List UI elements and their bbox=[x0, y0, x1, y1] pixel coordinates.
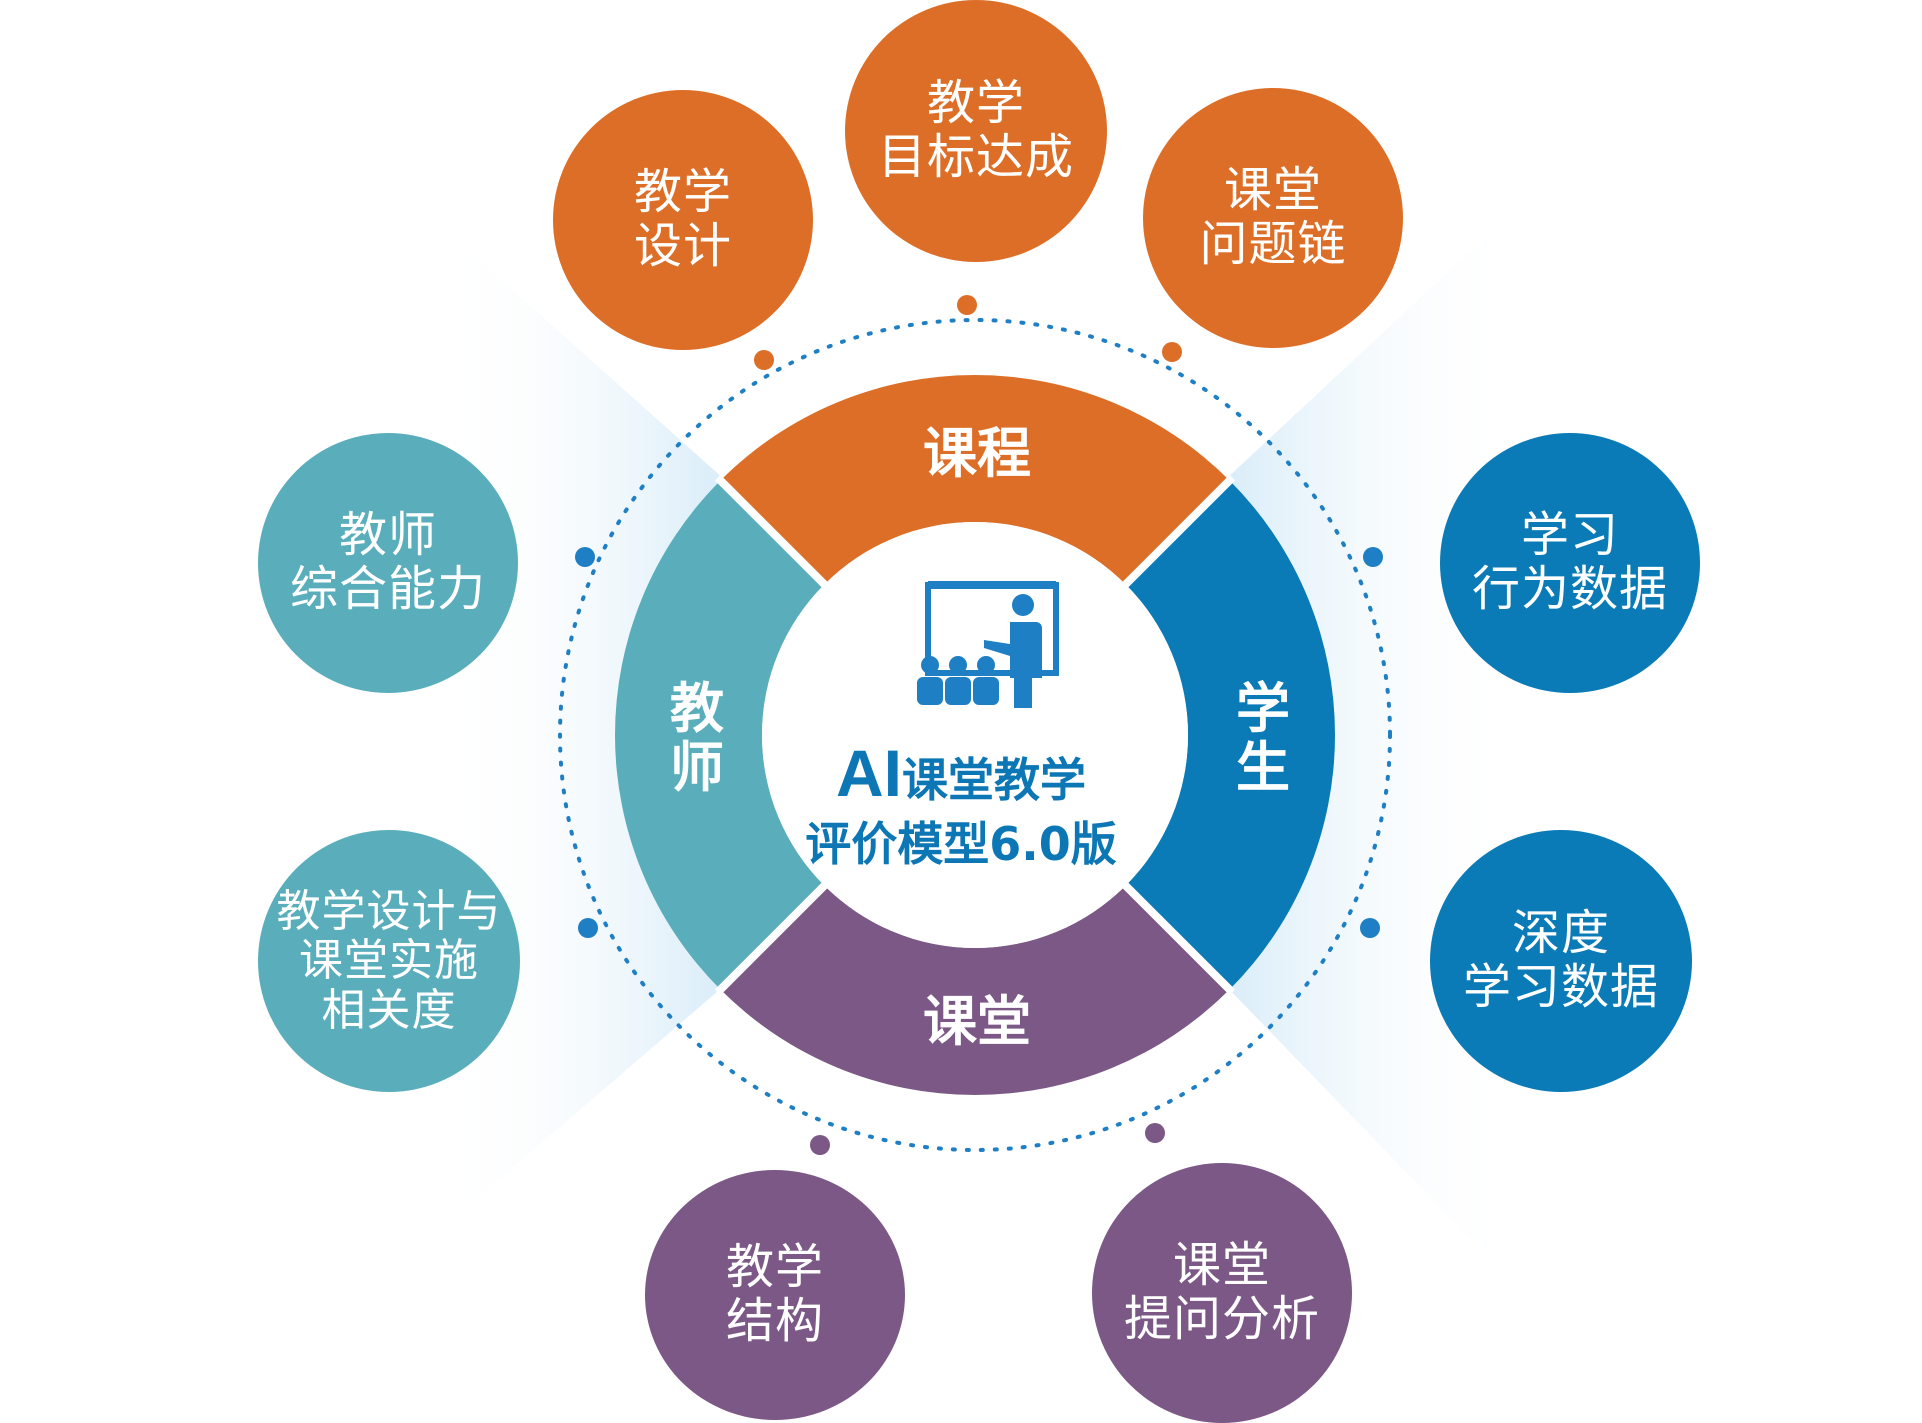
orbit-dot bbox=[575, 547, 595, 567]
node-line: 学习数据 bbox=[1462, 959, 1659, 1015]
ring-label-student-1: 学 bbox=[1236, 677, 1290, 740]
node-teaching-structure: 教学 结构 bbox=[645, 1170, 905, 1420]
center-title-text: 课堂教学 bbox=[902, 753, 1086, 807]
node-teaching-goal: 教学 目标达成 bbox=[845, 0, 1107, 262]
node-question-chain: 课堂 问题链 bbox=[1143, 88, 1403, 348]
ring-separator bbox=[1119, 474, 1236, 591]
node-learning-behavior: 学习 行为数据 bbox=[1440, 433, 1700, 693]
dotted-orbit bbox=[558, 318, 1392, 1152]
ring-label-curriculum: 课程 bbox=[923, 422, 1031, 485]
ring-label-classroom: 课堂 bbox=[923, 990, 1031, 1053]
ring-segment-curriculum bbox=[720, 374, 1230, 585]
node-line: 课堂 bbox=[1172, 1237, 1271, 1294]
classroom-presentation-icon bbox=[917, 581, 1059, 708]
center-subtitle: 评价模型6.0版 bbox=[805, 817, 1117, 871]
node-deep-learning: 深度 学习数据 bbox=[1430, 830, 1692, 1092]
orbit-dot bbox=[1363, 547, 1383, 567]
node-line: 课堂实施 bbox=[299, 935, 479, 987]
ring-segment-teacher bbox=[615, 480, 825, 990]
orbit-dot bbox=[1162, 342, 1182, 362]
node-line: 设计 bbox=[633, 218, 732, 274]
center-disc bbox=[762, 522, 1188, 948]
node-line: 教学 bbox=[725, 1239, 824, 1296]
center-title: AI课堂教学 bbox=[771, 735, 1151, 811]
ring-label-student-2: 生 bbox=[1236, 736, 1290, 799]
node-line: 教学 bbox=[926, 75, 1025, 132]
node-line: 教学 bbox=[633, 164, 732, 221]
node-teacher-ability: 教师 综合能力 bbox=[258, 433, 518, 693]
ring-separator bbox=[1119, 879, 1236, 996]
orbit-dot bbox=[1360, 918, 1380, 938]
node-line: 提问分析 bbox=[1123, 1291, 1320, 1347]
node-line: 问题链 bbox=[1199, 216, 1347, 272]
orbit-dot bbox=[810, 1135, 830, 1155]
ring-separator bbox=[714, 879, 831, 996]
orbit-dot bbox=[957, 295, 977, 315]
node-line: 相关度 bbox=[321, 984, 457, 1036]
node-line: 结构 bbox=[725, 1293, 824, 1349]
orbit-dot bbox=[754, 350, 774, 370]
node-line: 教学设计与 bbox=[276, 886, 502, 938]
ring-label-teacher-1: 教 bbox=[670, 677, 724, 740]
node-questioning-analysis: 课堂 提问分析 bbox=[1092, 1163, 1352, 1423]
ring-label-teacher-2b: 师 bbox=[670, 736, 724, 799]
node-line: 教师 bbox=[338, 507, 437, 564]
node-teaching-design: 教学 设计 bbox=[553, 90, 813, 350]
ring-separator bbox=[714, 474, 831, 591]
ring-segment-student bbox=[1125, 480, 1335, 990]
orbit-dot bbox=[1145, 1123, 1165, 1143]
node-line: 学习 bbox=[1520, 507, 1619, 564]
node-line: 行为数据 bbox=[1471, 561, 1668, 617]
node-line: 课堂 bbox=[1223, 162, 1322, 219]
node-line: 综合能力 bbox=[289, 561, 486, 617]
node-line: 目标达成 bbox=[877, 129, 1074, 185]
center-title-ai: AI bbox=[836, 736, 902, 810]
node-design-relevance: 教学设计与 课堂实施 相关度 bbox=[258, 830, 520, 1092]
node-line: 深度 bbox=[1511, 905, 1610, 962]
ring-segment-classroom bbox=[720, 885, 1230, 1095]
orbit-dot bbox=[578, 918, 598, 938]
